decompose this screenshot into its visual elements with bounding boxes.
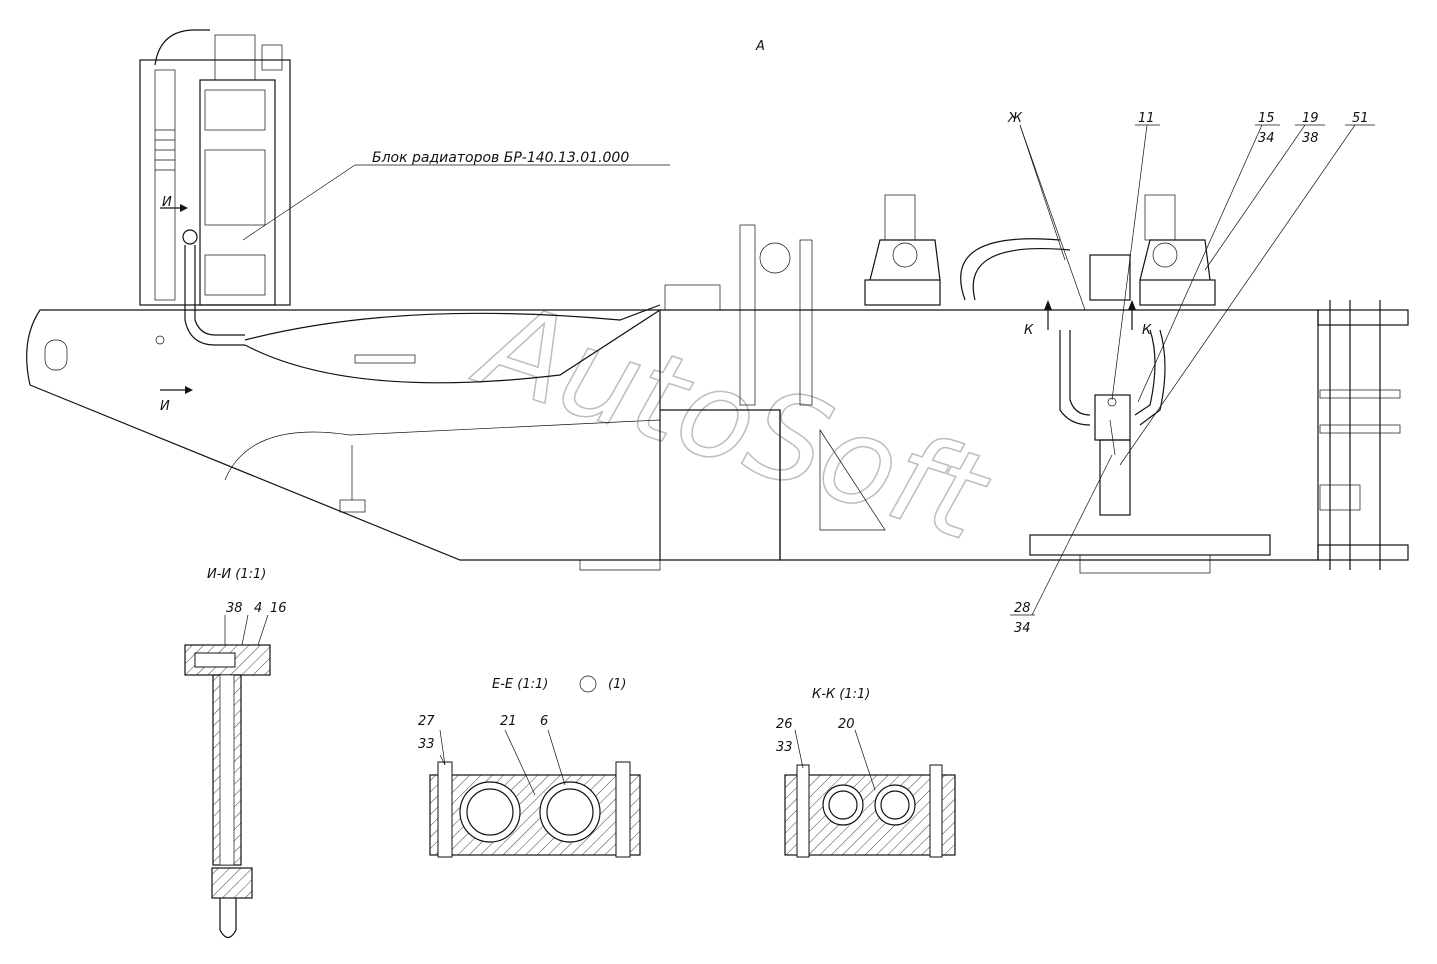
watermark: AutoSoft bbox=[459, 274, 1005, 569]
callout-38: 38 bbox=[1302, 131, 1319, 146]
radiator-label: Блок радиаторов БР-140.13.01.000 bbox=[372, 150, 629, 166]
section-ii-callout-38: 38 bbox=[226, 601, 243, 616]
section-ii-drawing bbox=[184, 614, 271, 939]
callout-51: 51 bbox=[1352, 111, 1369, 126]
section-mark-i-top: И bbox=[162, 195, 172, 210]
hoses bbox=[244, 238, 1166, 426]
section-ii-callout-16: 16 bbox=[270, 601, 287, 616]
section-ee-callout-21: 21 bbox=[500, 714, 517, 729]
pivot-mounts bbox=[864, 194, 1216, 306]
section-kk-drawing bbox=[784, 729, 956, 858]
callout-11: 11 bbox=[1138, 111, 1155, 126]
section-ee-rotation: (1) bbox=[608, 677, 626, 692]
section-mark-k-right: К bbox=[1142, 323, 1152, 338]
section-kk-callout-20: 20 bbox=[838, 717, 855, 732]
radiator-block bbox=[139, 29, 291, 346]
section-ee-callout-6: 6 bbox=[540, 714, 548, 729]
callout-19: 19 bbox=[1302, 111, 1319, 126]
view-label: А bbox=[755, 39, 765, 54]
rear-plates bbox=[1029, 300, 1409, 574]
leaders bbox=[242, 124, 1375, 616]
callout-28: 28 bbox=[1014, 601, 1031, 616]
filter-assembly bbox=[1089, 254, 1131, 516]
section-mark-i-bottom: И bbox=[160, 399, 170, 414]
callout-15: 15 bbox=[1258, 111, 1275, 126]
callout-34-bottom: 34 bbox=[1014, 621, 1031, 636]
section-ii-callout-4: 4 bbox=[254, 601, 262, 616]
section-arrows bbox=[160, 204, 1136, 394]
section-kk-callout-33: 33 bbox=[776, 740, 793, 755]
section-ee-drawing bbox=[429, 675, 641, 858]
section-ii-title: И-И (1:1) bbox=[207, 567, 266, 582]
section-mark-k-left: К bbox=[1024, 323, 1034, 338]
section-ee-title: Е-Е (1:1) bbox=[492, 677, 548, 692]
section-kk-callout-26: 26 bbox=[776, 717, 793, 732]
section-ee-callout-33: 33 bbox=[418, 737, 435, 752]
section-mark-zh: Ж bbox=[1007, 111, 1023, 126]
callout-34: 34 bbox=[1258, 131, 1275, 146]
section-ee-callout-27: 27 bbox=[418, 714, 435, 729]
section-kk-title: К-К (1:1) bbox=[812, 687, 870, 702]
